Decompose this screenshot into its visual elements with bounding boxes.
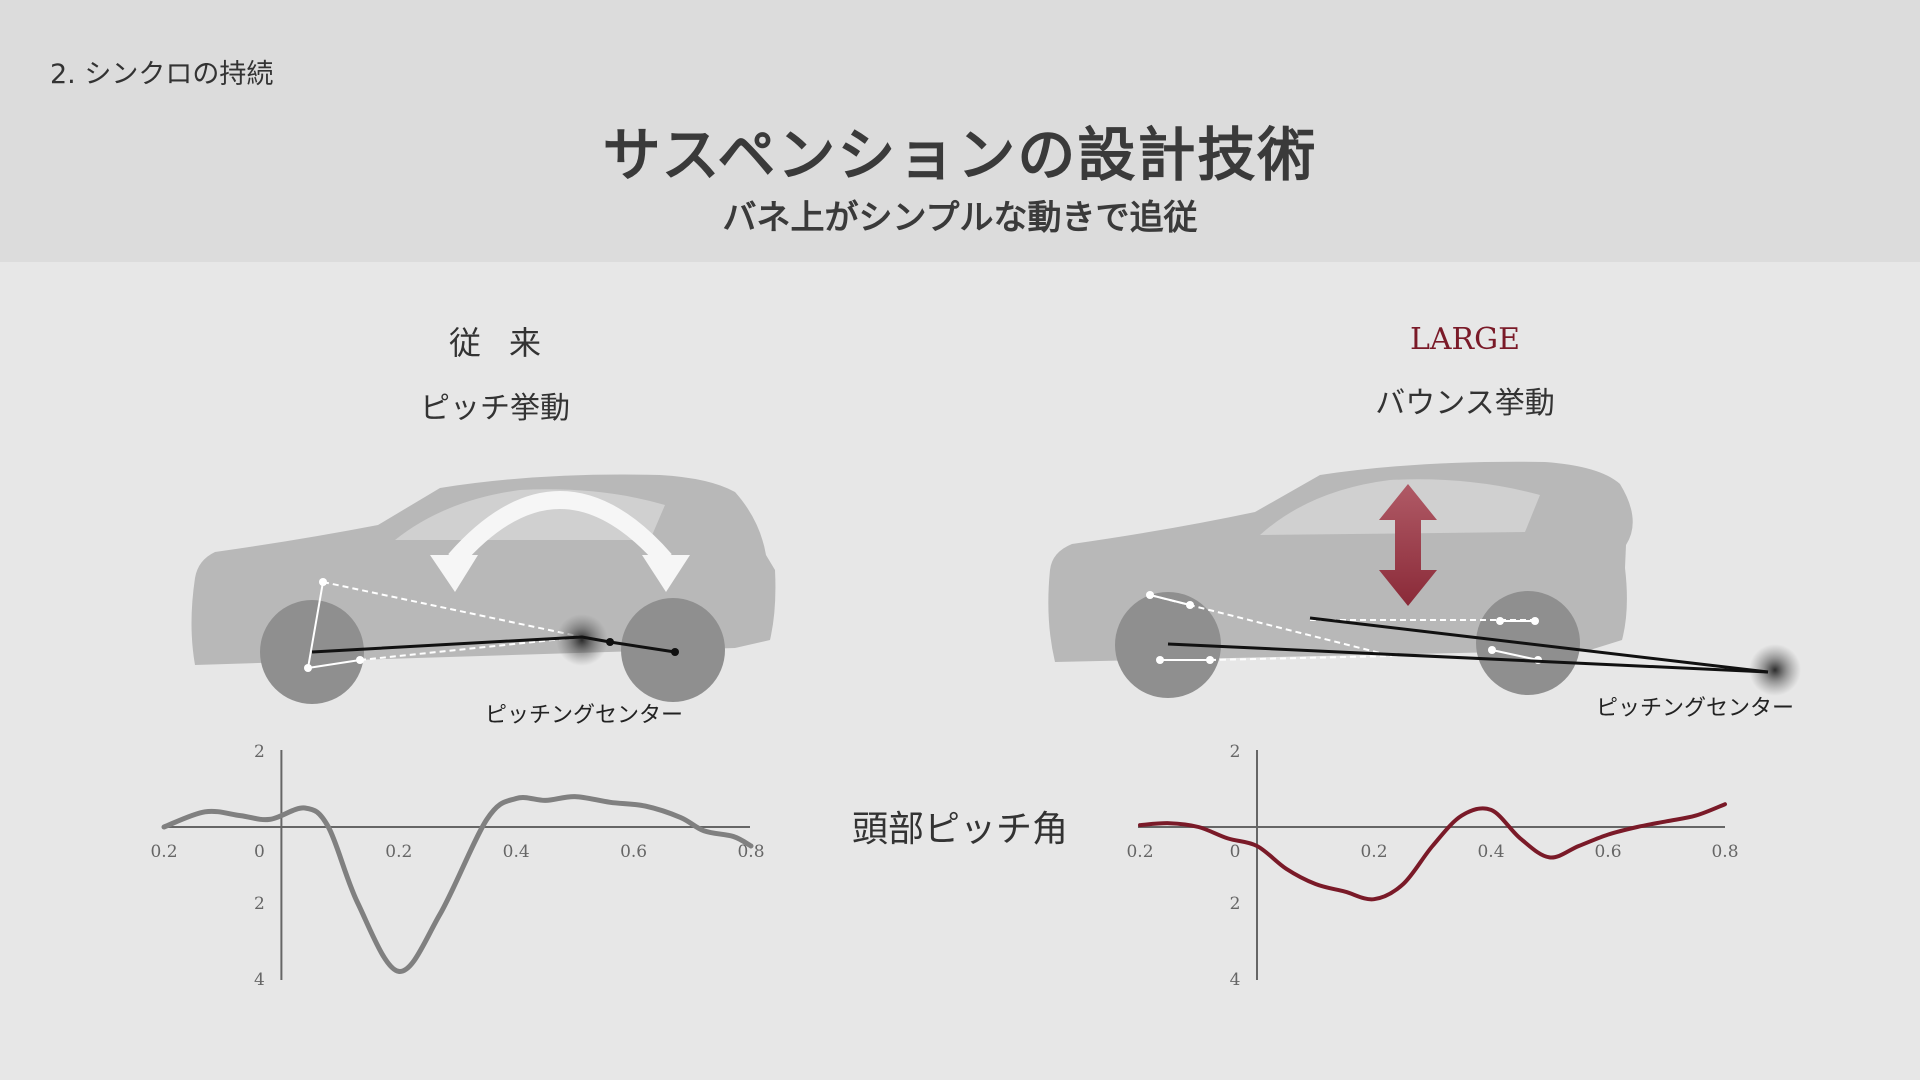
series-line [1138, 802, 1727, 902]
left-pitching-center-glow [556, 614, 608, 666]
x-tick-label: 0 [254, 842, 265, 862]
section-label: 2. シンクロの持続 [50, 59, 274, 90]
page-subtitle: バネ上がシンプルな動きで追従 [722, 198, 1198, 238]
x-tick-label: 0 [1230, 842, 1241, 862]
x-tick-label: 0.2 [1126, 842, 1153, 862]
left-head-pitch-chart: 0.2 0 0.2 0.4 0.6 0.8 2 2 4 [150, 742, 764, 990]
left-link-lower [359, 636, 583, 661]
right-car-diagram: ピッチングセンター [1048, 461, 1801, 721]
x-tick-label: 0.2 [1360, 842, 1387, 862]
page-title: サスペンションの設計技術 [602, 121, 1318, 189]
left-motion-label: ピッチ挙動 [420, 391, 570, 426]
right-link-rear-bottom [1491, 649, 1539, 661]
pitch-arrow-head-left [430, 555, 478, 592]
series-line [161, 794, 754, 974]
right-axis-line-rear [1309, 616, 1769, 674]
link-joint [1531, 617, 1539, 625]
left-pitching-center-label: ピッチングセンター [485, 703, 683, 728]
y-tick-label: 2 [1230, 894, 1241, 914]
link-joint [319, 578, 327, 586]
link-joint [1496, 617, 1504, 625]
right-motion-label: バウンス挙動 [1375, 386, 1555, 421]
y-tick-label: 2 [254, 894, 265, 914]
x-tick-label: 0.4 [503, 842, 530, 862]
link-joint [1146, 591, 1154, 599]
y-tick-label: 2 [254, 742, 265, 762]
bounce-arrow-icon [1379, 484, 1437, 606]
x-tick-label: 0.4 [1477, 842, 1504, 862]
right-pitching-center-glow [1749, 644, 1801, 696]
left-link-bottom [307, 659, 361, 669]
right-link-lower [1209, 655, 1393, 661]
link-joint [1156, 656, 1164, 664]
y-tick-label: 2 [1230, 742, 1241, 762]
left-link-vertical [307, 581, 324, 669]
x-tick-label: 0.2 [150, 842, 177, 862]
right-pitching-center-label: ピッチングセンター [1596, 696, 1794, 721]
right-link-front-top [1149, 594, 1191, 606]
header-bar [0, 0, 1920, 262]
x-tick-label: 0.2 [385, 842, 412, 862]
pitch-arrow-icon [448, 491, 672, 566]
axis-joint [606, 638, 614, 646]
axis-joint [671, 648, 679, 656]
y-tick-label: 4 [1230, 970, 1241, 990]
head-pitch-angle-label: 頭部ピッチ角 [851, 809, 1068, 850]
right-axis-line-front [1167, 642, 1769, 674]
x-tick-label: 0.6 [620, 842, 647, 862]
link-joint [1488, 646, 1496, 654]
left-pitch-axis-line [311, 635, 676, 654]
link-joint [356, 656, 364, 664]
right-head-pitch-chart: 0.2 0 0.2 0.4 0.6 0.8 2 2 4 [1126, 742, 1738, 990]
right-heading: LARGE [1409, 322, 1521, 357]
link-joint [1186, 601, 1194, 609]
x-tick-label: 0.8 [1711, 842, 1738, 862]
left-car-diagram: ピッチングセンター [191, 474, 776, 728]
left-heading: 従来 [448, 324, 569, 362]
link-joint [1206, 656, 1214, 664]
link-joint [304, 664, 312, 672]
y-tick-label: 4 [254, 970, 265, 990]
x-tick-label: 0.8 [737, 842, 764, 862]
x-tick-label: 0.6 [1594, 842, 1621, 862]
left-link-upper [322, 581, 583, 638]
pitch-arrow-head-right [642, 555, 690, 592]
